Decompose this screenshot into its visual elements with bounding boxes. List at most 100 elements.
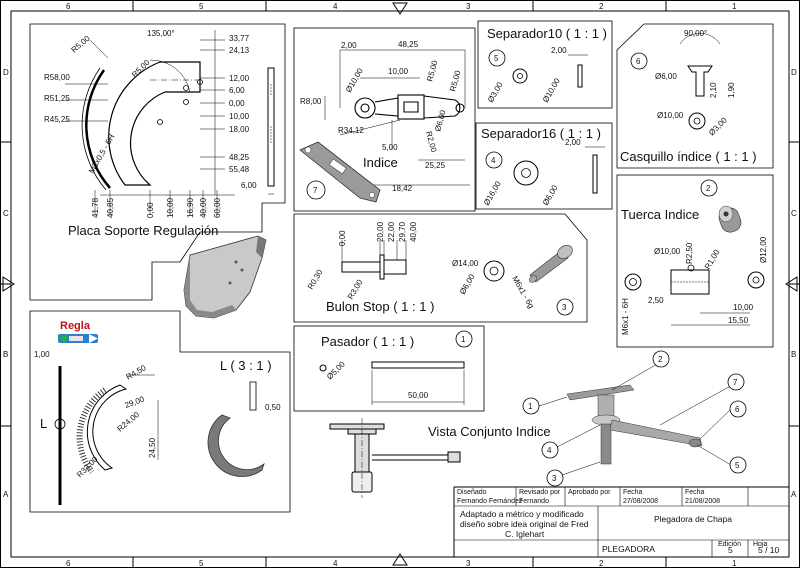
view-frame	[293, 27, 476, 212]
dim-text: R5,00	[448, 69, 462, 92]
balloon-label: 3	[552, 474, 557, 483]
col-label: 4	[333, 2, 338, 11]
dim-text: R1,00	[703, 248, 722, 271]
balloon	[455, 330, 473, 348]
dim-text: R8,00	[300, 97, 322, 106]
row-label: A	[3, 490, 9, 499]
dim-text: R33,00	[75, 454, 100, 479]
dim-text: 135,00°	[147, 29, 175, 38]
title-block-label: Diseñado	[457, 489, 487, 496]
dim-text: R5,00	[70, 34, 93, 55]
dim-text: 16,90	[186, 197, 195, 218]
dim-text: 1,00	[34, 350, 50, 359]
dim-text: Ø10,00	[654, 247, 681, 256]
title-block-label: Revisado por	[519, 489, 561, 496]
dim-text: M6x1 - 6H	[621, 298, 630, 335]
dim-text: R58,00	[44, 73, 70, 82]
dim-text: 20,00	[376, 221, 385, 242]
conjunto-section-view	[329, 418, 461, 498]
detail-title: L ( 3 : 1 )	[220, 358, 272, 373]
view-title: Separador16 ( 1 : 1 )	[481, 126, 601, 141]
regla-badge-center	[69, 336, 83, 341]
indice-3d-render	[299, 141, 381, 203]
title-block-note: diseño sobre idea original de Fred	[460, 519, 589, 529]
dim-text: 0,00	[229, 99, 245, 108]
balloon-label: 4	[547, 446, 552, 455]
col-label: 6	[66, 2, 71, 11]
indice-outline	[354, 94, 465, 120]
balloon-label: 7	[313, 186, 318, 195]
sheet-value: 5 / 10	[758, 545, 780, 555]
dim-text: 33,77	[229, 34, 250, 43]
col-label: 3	[466, 559, 471, 568]
balloon	[630, 52, 648, 70]
dim-text: 29,00	[124, 394, 146, 409]
balloon	[485, 151, 503, 169]
view-title: Indice	[363, 155, 398, 170]
dim-text: R51,25	[44, 94, 70, 103]
view-frame	[616, 174, 774, 348]
balloon-label: 2	[706, 184, 711, 193]
view-title: Tuerca Indice	[621, 207, 699, 222]
dim-text: 10,00	[229, 112, 250, 121]
balloon-label: 5	[735, 461, 740, 470]
dim-text: 15,50	[728, 316, 749, 325]
view-title: Pasador ( 1 : 1 )	[321, 334, 414, 349]
row-label: B	[791, 350, 796, 359]
balloon-label: 1	[461, 335, 466, 344]
col-label: 5	[199, 559, 204, 568]
dim-text: Ø6,00	[655, 72, 677, 81]
placa-dim-lines	[65, 30, 235, 215]
balloon	[488, 49, 506, 67]
tuerca-3d-render	[718, 205, 742, 233]
conjunto-leaders	[538, 362, 737, 476]
indice-dim-lines	[324, 49, 470, 186]
dim-text: 50,00	[408, 391, 429, 400]
dim-text: R5,00	[425, 59, 439, 82]
balloon-label: 4	[491, 156, 496, 165]
dim-text: 0,00	[146, 202, 155, 218]
zone-labels: 6 5 4 3 2 1 6 5 4 3 2 1 D C B A D C B A	[3, 2, 797, 568]
view-title: Vista Conjunto Indice	[428, 424, 551, 439]
dim-text: 40,00	[409, 221, 418, 242]
dim-text: 40,85	[106, 197, 115, 218]
title-block-label: Fecha	[685, 489, 705, 496]
indice-dims: 2,00 48,25 R8,00 Ø10,00 10,00 R5,00 R5,0…	[300, 40, 463, 193]
dim-text: 1,90	[727, 82, 736, 98]
dim-text: 18,00	[229, 125, 250, 134]
dim-text: 0,00	[338, 230, 347, 246]
view-frame	[477, 20, 613, 109]
project-name: PLEGADORA	[602, 544, 655, 554]
view-casquillo: Casquillo índice ( 1 : 1 ) 6 90,00° Ø6,0…	[616, 23, 774, 169]
view-title: Placa Soporte Regulación	[68, 223, 218, 238]
title-block-note: C. Iglehart	[505, 529, 545, 539]
dim-text: 22,00	[387, 221, 396, 242]
regla-3d-render	[207, 414, 265, 477]
balloon-label: 6	[636, 57, 641, 66]
dim-text: Ø12,00	[759, 236, 768, 263]
dim-text: R24,00	[116, 410, 142, 434]
col-label: 5	[199, 2, 204, 11]
dim-text: 6,00	[241, 181, 257, 190]
col-label: 4	[333, 559, 338, 568]
row-label: B	[3, 350, 8, 359]
title-block-label: Fecha	[623, 489, 643, 496]
dim-text: 2,50	[648, 296, 664, 305]
title-block-label: Edición	[718, 541, 741, 548]
row-label: D	[3, 68, 9, 77]
dim-text: R34,12	[338, 126, 364, 135]
balloon-label: 1	[528, 402, 533, 411]
view-frame	[616, 23, 774, 169]
dim-text: Ø10,00	[344, 66, 365, 94]
title-block-value: Fernando	[519, 498, 549, 505]
dim-text: R5,00	[130, 58, 152, 80]
col-label: 1	[732, 559, 737, 568]
dim-text: 10,00	[166, 197, 175, 218]
col-label: 2	[599, 2, 604, 11]
view-title: Separador10 ( 1 : 1 )	[487, 26, 607, 41]
regla-badge: Regla	[58, 320, 102, 344]
dim-text: 29,70	[398, 221, 407, 242]
row-label: D	[791, 68, 797, 77]
